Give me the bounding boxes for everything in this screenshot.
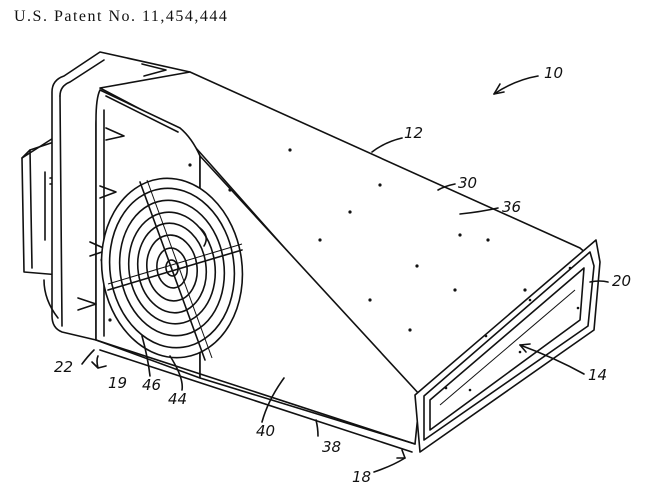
label-40: 40 (256, 422, 275, 440)
label-46: 46 (142, 376, 161, 394)
label-30: 30 (458, 174, 477, 192)
patent-header: U.S. Patent No. 11,454,444 (14, 8, 229, 25)
label-10: 10 (544, 64, 563, 82)
label-14: 14 (588, 366, 607, 384)
label-22: 22 (54, 358, 73, 376)
label-19: 19 (108, 374, 127, 392)
fan-grill (100, 177, 244, 361)
leader-lines (81, 75, 609, 473)
label-18: 18 (352, 468, 371, 486)
outlet-frame (414, 239, 601, 453)
label-12: 12 (404, 124, 423, 142)
label-44: 44 (168, 390, 187, 408)
label-36: 36 (502, 198, 521, 216)
label-38: 38 (322, 438, 341, 456)
label-20: 20 (612, 272, 631, 290)
rear-side-box (21, 134, 61, 276)
reference-numerals: 10 12 30 36 20 14 22 19 46 44 40 38 18 (54, 64, 631, 486)
